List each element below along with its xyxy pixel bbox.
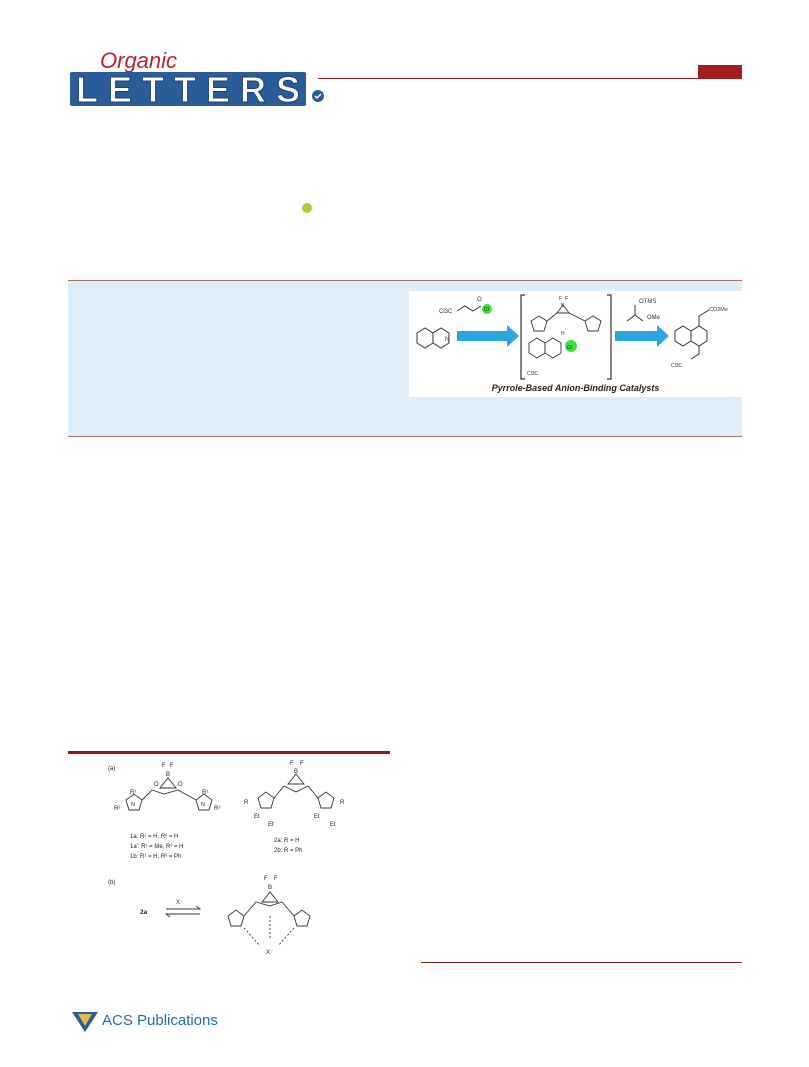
orcid-icon[interactable] bbox=[302, 203, 312, 213]
svg-text:O: O bbox=[178, 782, 183, 788]
svg-text:N: N bbox=[201, 802, 205, 808]
svg-text:N: N bbox=[131, 802, 135, 808]
svg-text:B: B bbox=[268, 885, 272, 891]
anion-complex-structure bbox=[227, 891, 311, 947]
logo-word-text: LETTERS bbox=[76, 69, 310, 108]
compound-2a-label: 2a: R = H bbox=[274, 838, 300, 844]
reaction-arrow-1 bbox=[457, 325, 519, 347]
svg-text:H: H bbox=[561, 331, 565, 337]
svg-text:Cl: Cl bbox=[484, 307, 489, 313]
svg-text:OTMS: OTMS bbox=[639, 299, 656, 305]
panel-a-label: (a) bbox=[108, 766, 115, 772]
svg-text:OMe: OMe bbox=[647, 315, 661, 321]
header-tab bbox=[698, 65, 742, 79]
toc-caption: Pyrrole-Based Anion-Binding Catalysts bbox=[491, 383, 660, 393]
compound-2b-label: 2b: R = Ph bbox=[274, 848, 303, 854]
logo-block bbox=[70, 72, 306, 106]
equilibrium-start: 2a bbox=[140, 909, 148, 916]
reagent-cl3c: Cl3C bbox=[439, 309, 453, 315]
svg-text:R²: R² bbox=[214, 806, 220, 812]
svg-text:Et: Et bbox=[314, 814, 320, 820]
equilibrium-arrows bbox=[164, 905, 202, 918]
svg-text:R: R bbox=[340, 800, 345, 806]
svg-text:F: F bbox=[290, 761, 294, 767]
compound-1b-label: 1b: R¹ = H, R² = Ph bbox=[130, 854, 181, 860]
right-column-rule bbox=[421, 962, 742, 963]
reaction-arrow-2 bbox=[615, 325, 669, 347]
chloride-highlight bbox=[482, 304, 492, 314]
toc-graphic: N Cl3C O Cl F F B H Cl Cl3C OTMS OMe bbox=[409, 291, 742, 397]
panel-b-label: (b) bbox=[108, 880, 115, 886]
svg-text:F: F bbox=[300, 761, 304, 767]
logo-script-text: Organic bbox=[100, 48, 177, 73]
catalyst-complex-structure bbox=[528, 304, 602, 359]
journal-logo: Organic LETTERS bbox=[70, 48, 324, 108]
svg-text:B: B bbox=[166, 772, 170, 778]
compound-1-structure bbox=[125, 777, 213, 811]
compound-1a-prime-label: 1a': R¹ = Me, R² = H bbox=[130, 844, 184, 850]
svg-text:O: O bbox=[154, 782, 159, 788]
svg-text:R²: R² bbox=[114, 806, 120, 812]
svg-text:Cl: Cl bbox=[567, 345, 572, 351]
svg-text:F: F bbox=[565, 296, 568, 302]
svg-text:O: O bbox=[477, 297, 482, 303]
svg-text:Et: Et bbox=[330, 822, 336, 828]
figure-1: (a) F F B O O R¹ R¹ R² R² N N 1a: R¹ = H… bbox=[108, 761, 345, 956]
svg-text:B: B bbox=[294, 769, 298, 775]
bound-anion-label: X⁻ bbox=[266, 950, 273, 956]
svg-text:R¹: R¹ bbox=[130, 790, 136, 796]
compound-2-structure bbox=[257, 773, 335, 809]
svg-text:N: N bbox=[445, 337, 449, 343]
svg-text:R¹: R¹ bbox=[202, 790, 208, 796]
toc-scheme: N Cl3C O Cl F F B H Cl Cl3C OTMS OMe bbox=[416, 294, 728, 380]
quinoline-structure bbox=[416, 327, 450, 349]
svg-text:B: B bbox=[561, 303, 565, 309]
svg-text:Et: Et bbox=[268, 822, 274, 828]
svg-text:F: F bbox=[274, 876, 278, 882]
acs-logo-icon bbox=[72, 1012, 98, 1032]
product-structure bbox=[674, 309, 710, 360]
equilibrium-anion: X⁻ bbox=[176, 900, 183, 906]
header-rule bbox=[318, 78, 742, 79]
svg-text:Et: Et bbox=[254, 814, 260, 820]
svg-text:Cl3C: Cl3C bbox=[671, 363, 683, 369]
svg-text:R: R bbox=[244, 800, 249, 806]
figure-top-rule bbox=[68, 751, 390, 754]
svg-text:Cl3C: Cl3C bbox=[527, 371, 539, 377]
svg-text:F: F bbox=[559, 296, 562, 302]
svg-text:CO2Me: CO2Me bbox=[709, 307, 728, 313]
svg-text:F: F bbox=[162, 763, 166, 769]
svg-text:F: F bbox=[170, 763, 174, 769]
compound-1a-label: 1a: R¹ = H, R² = H bbox=[130, 834, 178, 840]
svg-text:F: F bbox=[264, 876, 268, 882]
bound-chloride-icon bbox=[565, 340, 577, 352]
publisher-name[interactable]: ACS Publications bbox=[102, 1012, 218, 1029]
